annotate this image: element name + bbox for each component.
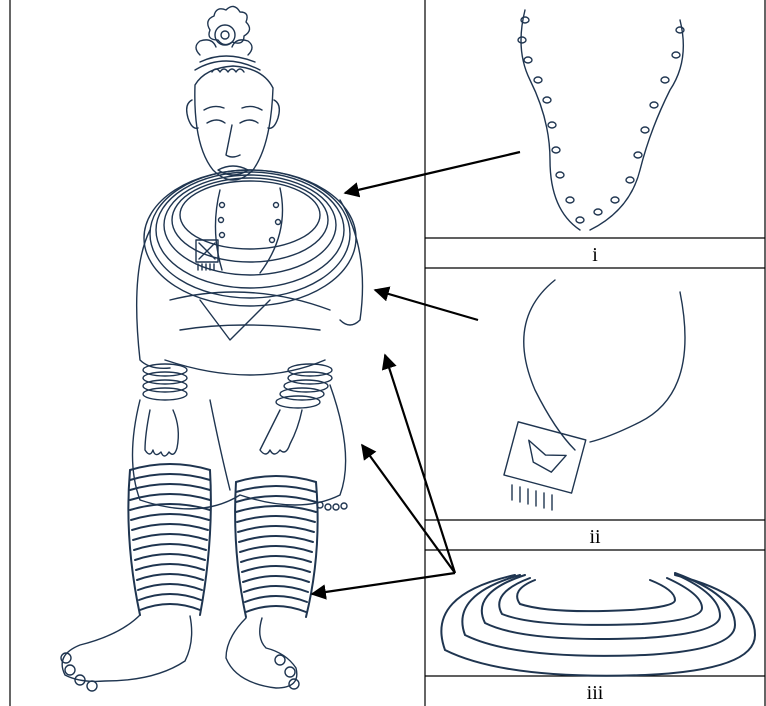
panel-label-iii: iii [587, 682, 604, 704]
arrow-to-leg-rings [310, 571, 456, 600]
pendant [195, 239, 219, 271]
arrow-to-necklace [343, 150, 521, 198]
flower-headdress [194, 5, 261, 73]
arrow-to-arm-rings [361, 443, 456, 574]
skirt [131, 384, 348, 511]
arrow-to-neck-rings [381, 353, 457, 574]
panel-i-necklace-illustration [517, 9, 685, 231]
leg-rings-right [234, 475, 319, 618]
arrow-to-pendant [373, 286, 479, 322]
hands [144, 409, 303, 457]
arm-bracelets [142, 363, 333, 409]
torso-garment [135, 199, 364, 376]
seated-woman-illustration [60, 5, 364, 692]
feet [60, 614, 300, 692]
panel-label-ii: ii [589, 526, 601, 548]
panel-frame [9, 0, 766, 706]
leg-rings-left [127, 463, 212, 616]
beaded-necklace [214, 187, 284, 274]
panel-label-i: i [592, 244, 598, 266]
pointer-arrows [310, 150, 521, 600]
panel-iii-neck-rings-illustration [440, 572, 757, 677]
neck-rings [143, 169, 357, 307]
panel-ii-pendant-illustration [503, 279, 686, 511]
head [185, 65, 281, 181]
